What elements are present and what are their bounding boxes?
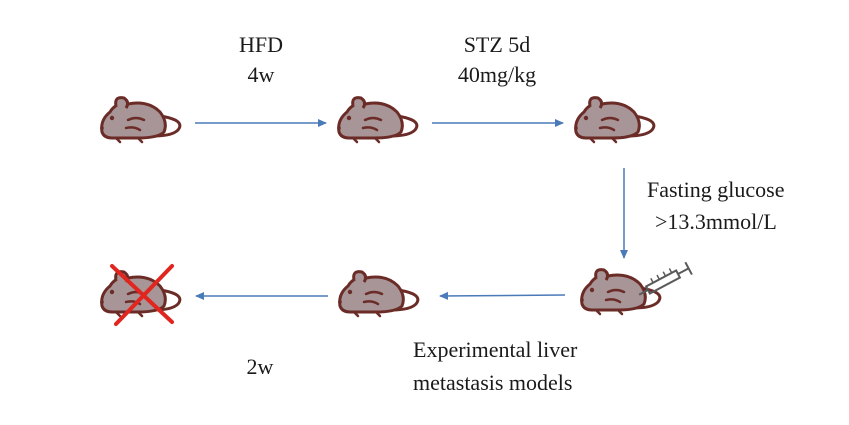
label-glucose-line1: Fasting glucose	[647, 177, 785, 202]
mouse-start	[98, 96, 182, 144]
label-glucose-line2: >13.3mmol/L	[655, 209, 777, 234]
cross-icon	[110, 264, 174, 326]
label-stz-name: STZ 5d	[463, 32, 531, 57]
label-model-line1: Experimental liver	[413, 337, 578, 362]
mouse-model	[336, 270, 420, 318]
arrow-model	[439, 291, 566, 300]
syringe-icon	[638, 261, 693, 296]
mouse-after-hfd	[335, 96, 419, 144]
label-stz-dose: 40mg/kg	[457, 62, 537, 87]
label-endpoint-duration: 2w	[246, 354, 274, 379]
label-model-line2: metastasis models	[413, 370, 573, 395]
label-hfd-name: HFD	[238, 32, 284, 57]
label-hfd-duration: 4w	[247, 62, 275, 87]
mouse-after-stz	[572, 96, 656, 144]
